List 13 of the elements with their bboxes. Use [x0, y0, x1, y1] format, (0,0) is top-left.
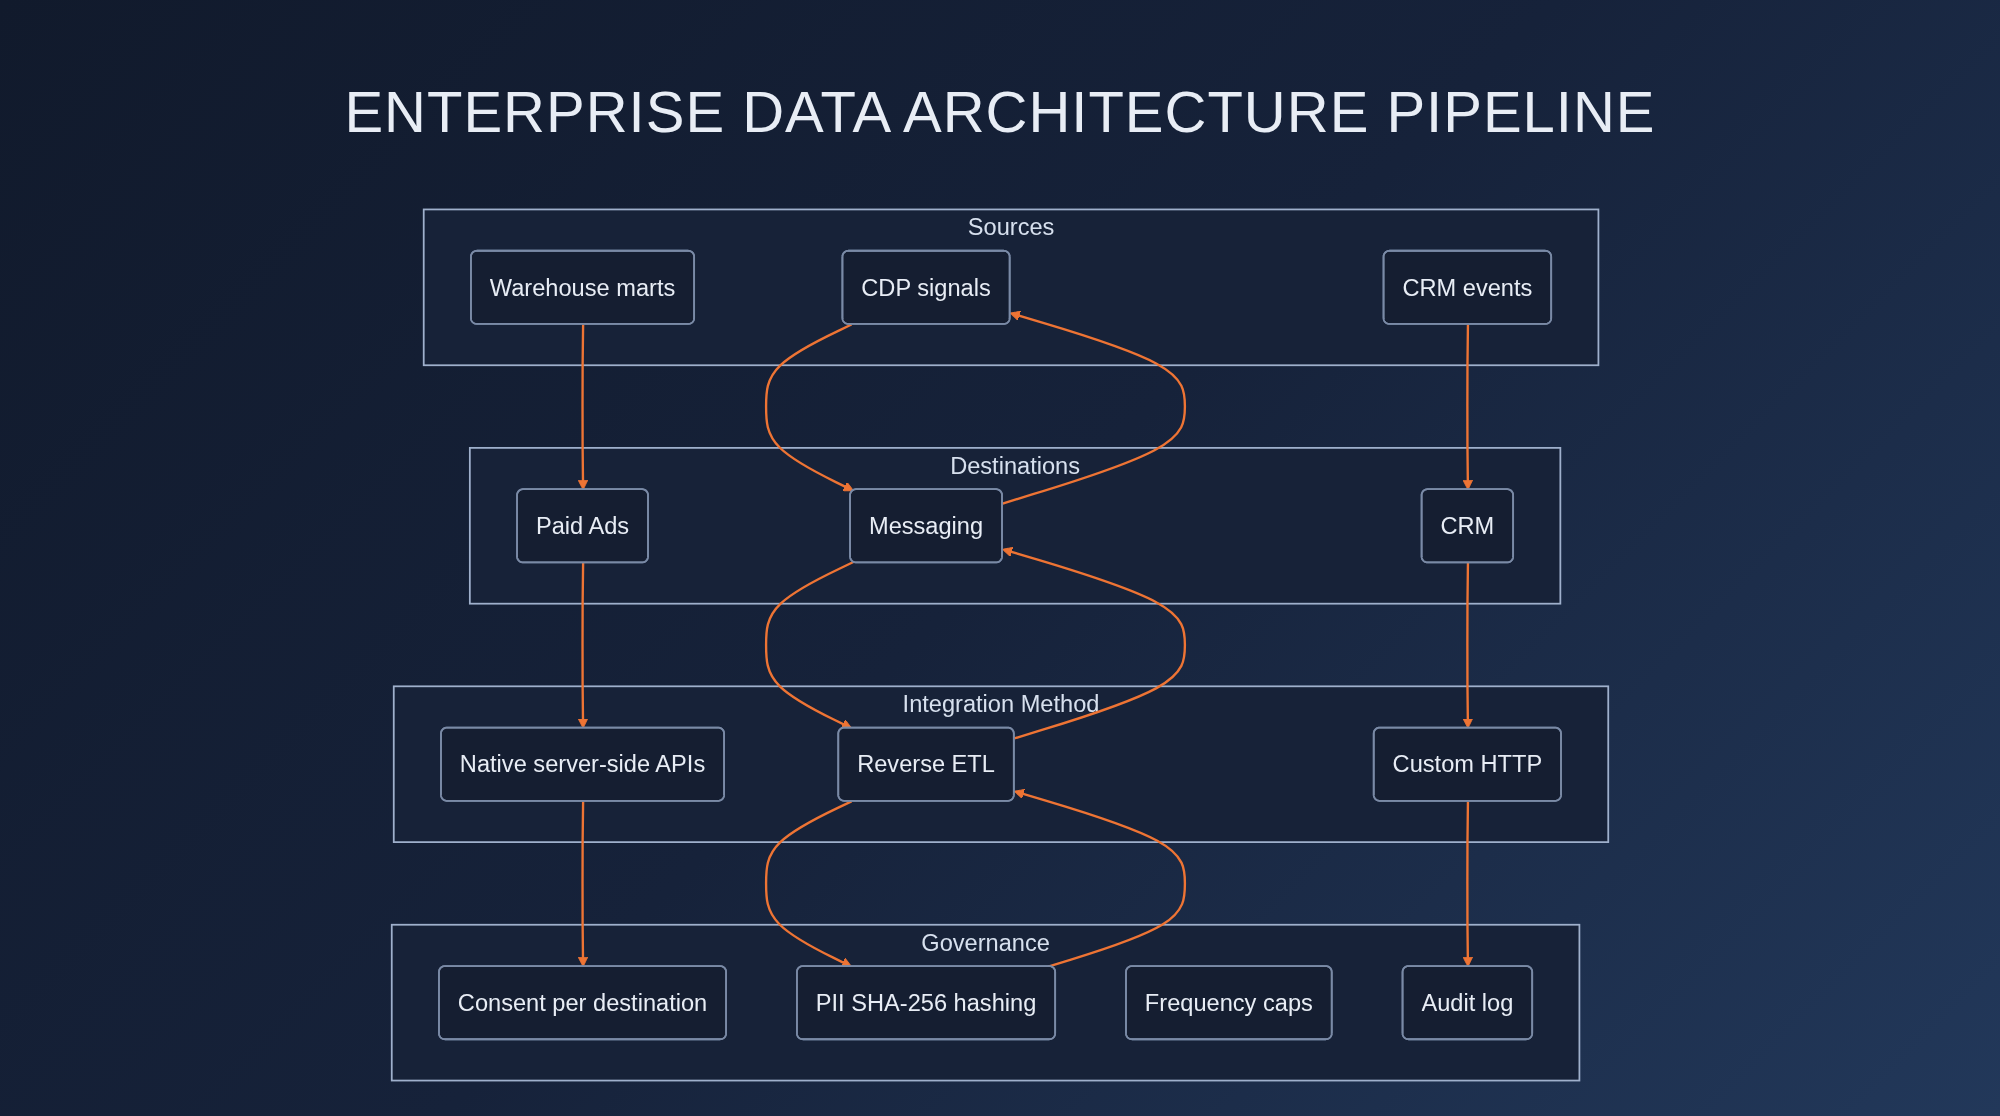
diagram-title: ENTERPRISE DATA ARCHITECTURE PIPELINE: [343, 78, 1657, 146]
arrow: [1462, 324, 1473, 491]
arrow: [764, 323, 854, 492]
arrow: [577, 562, 589, 729]
arrow: [1013, 788, 1187, 968]
arrow: [577, 801, 589, 968]
arrow: [1002, 310, 1187, 505]
arrow: [764, 560, 854, 729]
arrow: [1462, 562, 1473, 729]
arrow: [764, 800, 852, 968]
arrow: [577, 324, 589, 491]
arrow: [1002, 546, 1187, 740]
arrow: [1462, 801, 1473, 968]
